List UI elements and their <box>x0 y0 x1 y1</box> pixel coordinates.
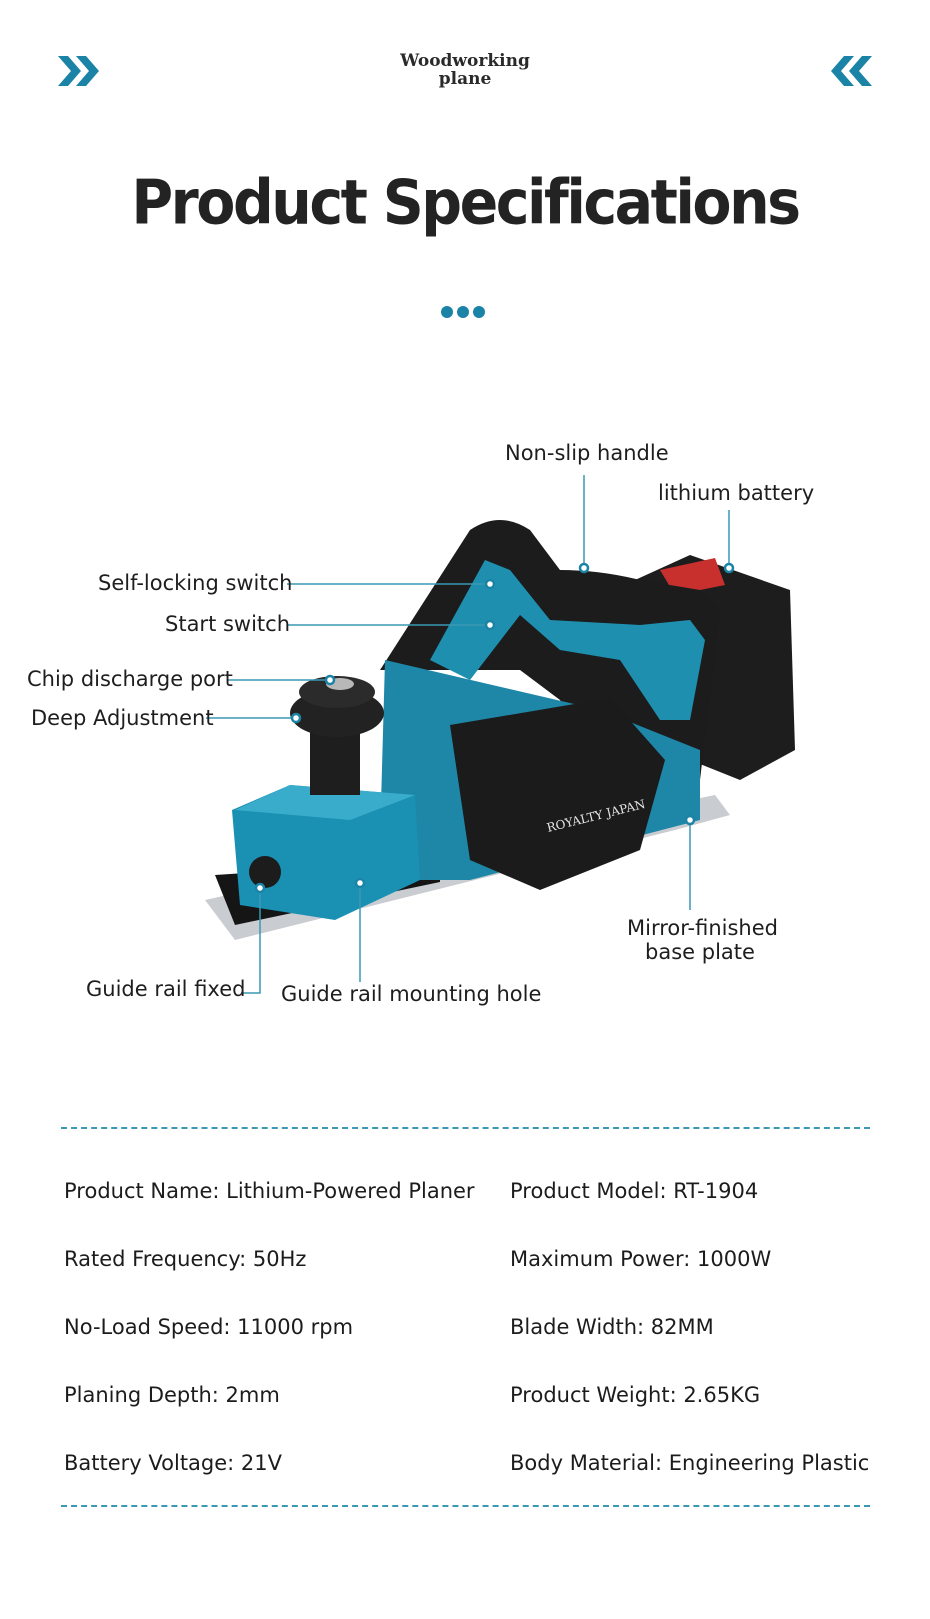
callout-start-switch: Start switch <box>165 612 291 636</box>
callout-mirror-line2: base plate <box>645 940 755 964</box>
callout-lithium-battery: lithium battery <box>658 481 815 505</box>
spec-product-weight: Product Weight: 2.65KG <box>510 1383 761 1407</box>
spec-product-name: Product Name: Lithium-Powered Planer <box>64 1179 475 1203</box>
spec-planing-depth: Planing Depth: 2mm <box>64 1383 280 1407</box>
handle <box>380 520 720 780</box>
spec-body-material: Body Material: Engineering Plastic <box>510 1451 870 1475</box>
planer-illustration: ROYALTY JAPAN <box>205 475 795 994</box>
spec-maximum-power: Maximum Power: 1000W <box>510 1247 772 1271</box>
spec-no-load-speed: No-Load Speed: 11000 rpm <box>64 1315 354 1339</box>
callout-guide-rail-fixed: Guide rail fixed <box>86 977 246 1001</box>
divider-top <box>61 1127 870 1129</box>
dot-icon <box>441 306 453 318</box>
side-cover: ROYALTY JAPAN <box>450 698 665 890</box>
callout-deep-adjustment: Deep Adjustment <box>31 706 214 730</box>
double-chevron-left-icon <box>831 56 872 86</box>
depth-knob <box>290 676 384 795</box>
leader-markers <box>254 562 735 894</box>
callout-mirror-finished-base-plate: Mirror-finished base plate <box>627 916 778 964</box>
header-title: Woodworking plane <box>365 52 565 88</box>
divider-bottom <box>61 1505 870 1507</box>
dot-icon <box>473 306 485 318</box>
callout-guide-rail-mounting-hole: Guide rail mounting hole <box>281 982 542 1006</box>
spec-rated-frequency: Rated Frequency: 50Hz <box>64 1247 307 1271</box>
page-title: Product Specifications <box>131 167 801 239</box>
header-title-line1: Woodworking <box>400 51 530 71</box>
header-title-line2: plane <box>438 69 492 89</box>
leader-lines <box>206 475 730 994</box>
callout-mirror-line1: Mirror-finished <box>627 916 778 940</box>
dot-icon <box>457 306 469 318</box>
callout-non-slip-handle: Non-slip handle <box>505 441 669 465</box>
spec-blade-width: Blade Width: 82MM <box>510 1315 714 1339</box>
spec-battery-voltage: Battery Voltage: 21V <box>64 1451 283 1475</box>
guide-rail-knob <box>249 856 281 888</box>
callout-chip-discharge-port: Chip discharge port <box>27 667 233 691</box>
spec-product-model: Product Model: RT-1904 <box>510 1179 759 1203</box>
callout-self-locking-switch: Self-locking switch <box>98 571 293 595</box>
pagination-dots <box>441 306 485 318</box>
double-chevron-right-icon <box>58 56 99 86</box>
product-figure: ROYALTY JAPAN <box>0 420 930 1060</box>
